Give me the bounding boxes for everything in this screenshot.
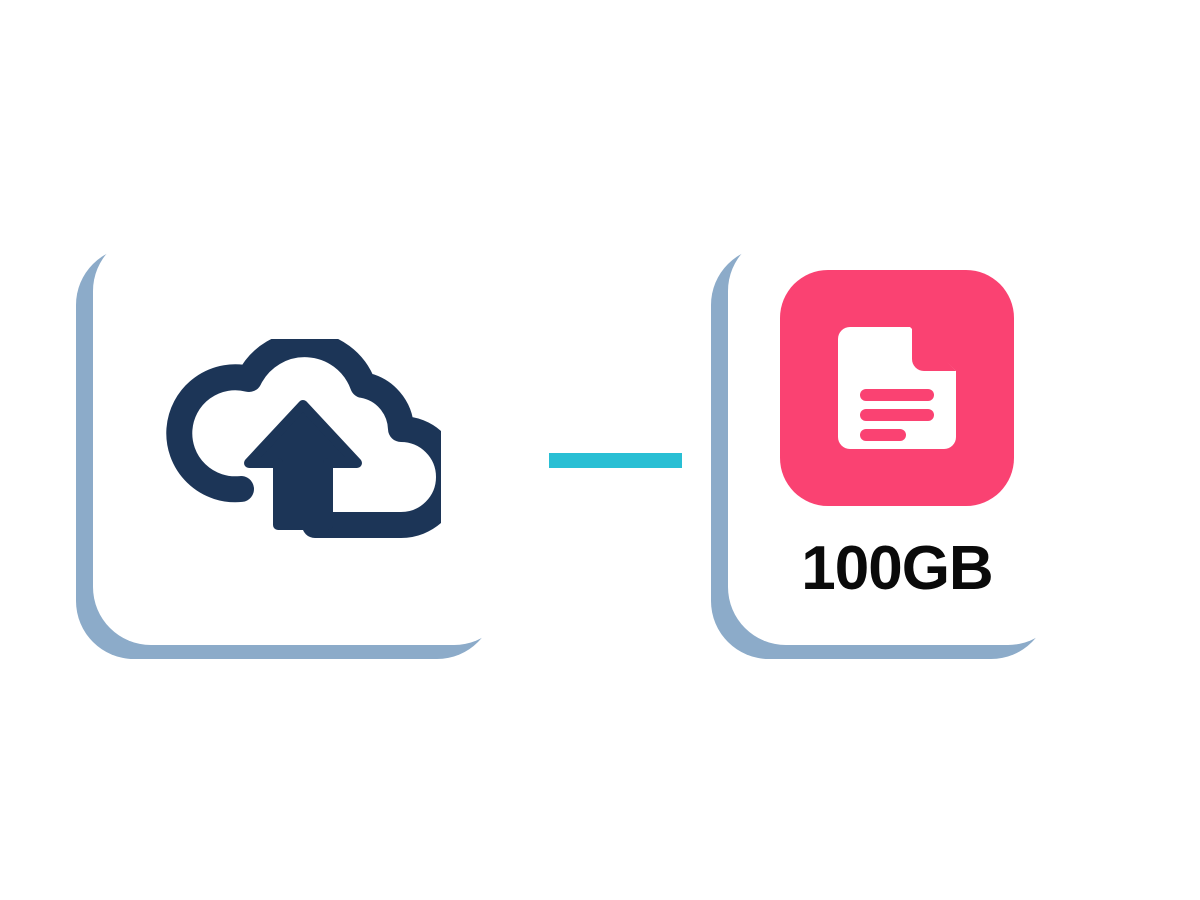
link-connector	[549, 453, 682, 468]
storage-capacity-card[interactable]: 100GB	[711, 233, 1066, 659]
cloud-backup-card[interactable]	[76, 233, 512, 659]
document-tile	[780, 270, 1014, 506]
card-content: 100GB	[728, 233, 1066, 645]
storage-stack: 100GB	[780, 270, 1014, 600]
document-file-icon	[838, 327, 956, 449]
card-content	[93, 233, 512, 645]
capacity-label: 100GB	[801, 534, 993, 603]
cloud-upload-icon	[165, 339, 441, 539]
